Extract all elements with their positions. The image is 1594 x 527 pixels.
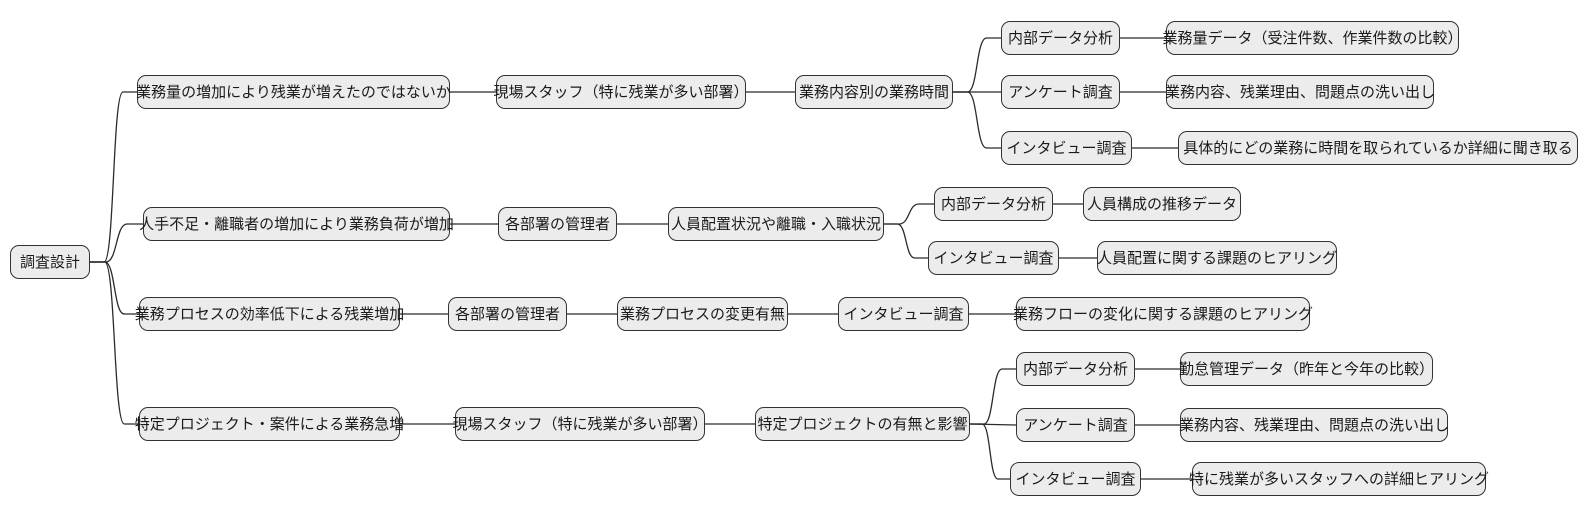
node-label: 業務内容別の業務時間 — [799, 83, 950, 101]
node-label: アンケート調査 — [1023, 416, 1128, 434]
mindmap-node[interactable]: 業務フローの変化に関する課題のヒアリング — [1013, 297, 1314, 331]
node-label: 業務プロセスの効率低下による残業増加 — [134, 305, 405, 323]
node-label: インタビュー調査 — [933, 249, 1054, 267]
edge-h4i-to-h4m1 — [970, 368, 1016, 425]
node-label: 業務量の増加により残業が増えたのではないか — [136, 83, 451, 101]
edge-root-to-h1 — [90, 91, 137, 263]
node-label: 人員配置状況や離職・入職状況 — [671, 215, 882, 233]
node-label: 人員配置に関する課題のヒアリング — [1097, 249, 1338, 267]
mindmap-node[interactable]: アンケート調査 — [1001, 75, 1120, 109]
mindmap-node[interactable]: インタビュー調査 — [838, 297, 969, 331]
node-label: 特定プロジェクトの有無と影響 — [757, 415, 968, 433]
node-label: 現場スタッフ（特に残業が多い部署） — [493, 83, 749, 101]
mindmap-node[interactable]: 各部署の管理者 — [448, 297, 567, 331]
mindmap-node[interactable]: インタビュー調査 — [928, 241, 1059, 275]
node-label: 内部データ分析 — [1023, 360, 1129, 378]
node-label: 人手不足・離職者の増加により業務負荷が増加 — [139, 215, 454, 233]
node-label: 現場スタッフ（特に残業が多い部署） — [452, 415, 708, 433]
edge-h1i-to-h1m3 — [953, 91, 1001, 149]
edge-h1i-to-h1m1 — [953, 37, 1001, 93]
mindmap-node[interactable]: 特定プロジェクトの有無と影響 — [755, 407, 970, 441]
node-label: インタビュー調査 — [843, 305, 964, 323]
mindmap-node[interactable]: 人手不足・離職者の増加により業務負荷が増加 — [139, 207, 454, 241]
mindmap-node[interactable]: 具体的にどの業務に時間を取られているか詳細に聞き取る — [1178, 131, 1578, 165]
mindmap-node[interactable]: 業務量データ（受注件数、作業件数の比較） — [1163, 21, 1463, 55]
mindmap-node[interactable]: 勤怠管理データ（昨年と今年の比較） — [1179, 352, 1435, 386]
node-label: 各部署の管理者 — [505, 215, 611, 233]
node-label: 人員構成の推移データ — [1087, 195, 1238, 213]
mindmap-node[interactable]: 業務内容、残業理由、問題点の洗い出し — [1179, 408, 1450, 442]
edge-h4i-to-h4m2 — [969, 423, 1017, 426]
mindmap-node[interactable]: インタビュー調査 — [1001, 131, 1132, 165]
node-label: 勤怠管理データ（昨年と今年の比較） — [1179, 360, 1435, 378]
node-label: 業務内容、残業理由、問題点の洗い出し — [1165, 83, 1436, 101]
node-label: 特に残業が多いスタッフへの詳細ヒアリング — [1189, 470, 1490, 488]
node-label: 内部データ分析 — [1008, 29, 1114, 47]
edge-root-to-h4 — [90, 261, 139, 425]
edge-root-to-h3 — [90, 261, 139, 315]
mindmap-node[interactable]: 業務プロセスの効率低下による残業増加 — [135, 297, 404, 331]
node-label: 業務フローの変化に関する課題のヒアリング — [1013, 305, 1314, 323]
node-label: 特定プロジェクト・案件による業務急増 — [134, 415, 405, 433]
node-label: 各部署の管理者 — [455, 305, 561, 323]
mindmap-node[interactable]: 業務内容、残業理由、問題点の洗い出し — [1165, 75, 1436, 109]
mindmap-node[interactable]: アンケート調査 — [1016, 408, 1135, 442]
node-label: 業務プロセスの変更有無 — [620, 305, 786, 323]
node-label: アンケート調査 — [1008, 83, 1113, 101]
mindmap-node[interactable]: 人員配置状況や離職・入職状況 — [668, 207, 884, 241]
root-node[interactable]: 調査設計 — [10, 245, 90, 279]
mindmap-node[interactable]: 特定プロジェクト・案件による業務急増 — [135, 407, 404, 441]
mindmap-node[interactable]: 業務内容別の業務時間 — [795, 75, 953, 109]
mindmap-node[interactable]: 現場スタッフ（特に残業が多い部署） — [493, 75, 749, 109]
node-label: 具体的にどの業務に時間を取られているか詳細に聞き取る — [1183, 139, 1573, 157]
mindmap-node[interactable]: 現場スタッフ（特に残業が多い部署） — [452, 407, 708, 441]
mindmap-node[interactable]: 各部署の管理者 — [498, 207, 617, 241]
mindmap-node[interactable]: インタビュー調査 — [1010, 462, 1141, 496]
mindmap-node[interactable]: 人員構成の推移データ — [1083, 187, 1241, 221]
node-label: 調査設計 — [20, 253, 81, 271]
node-label: 業務量データ（受注件数、作業件数の比較） — [1162, 29, 1463, 47]
edge-h2i-to-h2m1 — [884, 203, 934, 225]
mindmap-node[interactable]: 業務量の増加により残業が増えたのではないか — [136, 75, 451, 109]
node-label: インタビュー調査 — [1006, 139, 1127, 157]
node-label: 内部データ分析 — [941, 195, 1047, 213]
edge-root-to-h2 — [90, 223, 143, 263]
mindmap-node[interactable]: 業務プロセスの変更有無 — [617, 297, 788, 331]
mindmap-node[interactable]: 内部データ分析 — [1016, 352, 1135, 386]
node-label: 業務内容、残業理由、問題点の洗い出し — [1179, 416, 1450, 434]
mindmap-node[interactable]: 内部データ分析 — [934, 187, 1053, 221]
edge-h4i-to-h4m3 — [970, 423, 1010, 480]
node-label: インタビュー調査 — [1015, 470, 1136, 488]
mindmap-node[interactable]: 特に残業が多いスタッフへの詳細ヒアリング — [1189, 462, 1490, 496]
mindmap-node[interactable]: 内部データ分析 — [1001, 21, 1120, 55]
edge-h2i-to-h2m2 — [884, 223, 928, 259]
mindmap-node[interactable]: 人員配置に関する課題のヒアリング — [1097, 241, 1337, 275]
